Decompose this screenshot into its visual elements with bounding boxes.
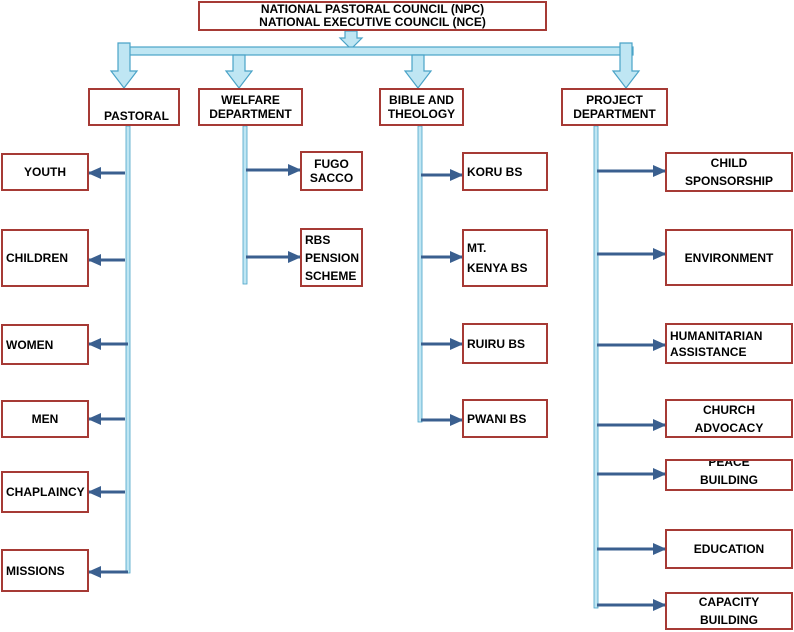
dept-project-label: PROJECT DEPARTMENT xyxy=(573,93,656,121)
pastoral-item-missions: MISSIONS xyxy=(1,549,89,592)
dept-pastoral-box: PASTORAL xyxy=(88,88,180,126)
dept-welfare-box: WELFARE DEPARTMENT xyxy=(198,88,303,126)
project-item-label: EDUCATION xyxy=(693,542,765,556)
project-item-humanitarian: HUMANITARIAN ASSISTANCE xyxy=(665,323,793,364)
project-item-education: EDUCATION xyxy=(665,529,793,569)
pastoral-item-label: CHILDREN xyxy=(6,251,68,265)
project-item-label: CHILD SPONSORSHIP xyxy=(684,156,774,188)
project-item-church-advocacy: CHURCH ADVOCACY xyxy=(665,399,793,438)
pastoral-item-label: MEN xyxy=(31,412,59,426)
bible-item-mtkenya: MT. KENYA BS xyxy=(462,229,548,287)
bible-item-pwani: PWANI BS xyxy=(462,399,548,438)
down-arrow-welfare xyxy=(224,54,254,89)
project-item-label: HUMANITARIAN ASSISTANCE xyxy=(670,328,763,359)
trunk-project xyxy=(593,125,599,609)
bible-item-koru: KORU BS xyxy=(462,152,548,191)
top-council-box: NATIONAL PASTORAL COUNCIL (NPC) NATIONAL… xyxy=(198,1,547,31)
project-item-label: PEACE BUILDING xyxy=(700,459,758,487)
top-line-1: NATIONAL PASTORAL COUNCIL (NPC) xyxy=(260,2,485,16)
dept-bible-label: BIBLE AND THEOLOGY xyxy=(387,93,456,121)
down-arrow-pastoral xyxy=(109,42,139,89)
project-item-environment: ENVIRONMENT xyxy=(665,229,793,286)
pastoral-item-women: WOMEN xyxy=(1,324,89,365)
project-item-label: CHURCH ADVOCACY xyxy=(694,402,764,435)
project-item-child-sponsorship: CHILD SPONSORSHIP xyxy=(665,152,793,192)
trunk-bible xyxy=(417,125,423,423)
pastoral-item-label: YOUTH xyxy=(24,165,66,179)
horizontal-bar xyxy=(119,46,634,56)
bible-item-label: KORU BS xyxy=(467,164,523,179)
project-item-label: CAPACITY BUILDING xyxy=(698,595,760,627)
down-arrow-project xyxy=(611,42,641,89)
pastoral-item-label: WOMEN xyxy=(6,337,54,352)
top-line-2: NATIONAL EXECUTIVE COUNCIL (NCE) xyxy=(259,15,486,29)
pastoral-item-youth: YOUTH xyxy=(1,153,89,191)
dept-bible-box: BIBLE AND THEOLOGY xyxy=(379,88,464,126)
welfare-item-fugo: FUGO SACCO xyxy=(300,151,363,191)
welfare-item-label: RBS PENSION SCHEME xyxy=(305,233,360,283)
pastoral-item-label: MISSIONS xyxy=(6,563,65,578)
trunk-welfare xyxy=(242,125,248,285)
pastoral-item-men: MEN xyxy=(1,400,89,438)
project-item-capacity-building: CAPACITY BUILDING xyxy=(665,592,793,630)
welfare-item-rbs: RBS PENSION SCHEME xyxy=(300,228,363,287)
dept-project-box: PROJECT DEPARTMENT xyxy=(561,88,668,126)
welfare-item-label: FUGO SACCO xyxy=(309,157,354,185)
project-item-peace-building: PEACE BUILDING xyxy=(665,459,793,491)
bible-item-ruiru: RUIRU BS xyxy=(462,323,548,364)
pastoral-item-children: CHILDREN xyxy=(1,229,89,287)
dept-welfare-label: WELFARE DEPARTMENT xyxy=(209,93,292,121)
trunk-pastoral xyxy=(125,125,131,574)
dept-pastoral-label: PASTORAL xyxy=(104,109,169,123)
top-down-arrow xyxy=(338,30,364,50)
bible-item-label: MT. KENYA BS xyxy=(467,241,528,275)
bible-item-label: RUIRU BS xyxy=(467,336,526,351)
bible-item-label: PWANI BS xyxy=(467,411,527,426)
down-arrow-bible xyxy=(403,54,433,89)
pastoral-item-chaplaincy: CHAPLAINCY xyxy=(1,471,89,513)
project-item-label: ENVIRONMENT xyxy=(684,250,774,265)
pastoral-item-label: CHAPLAINCY xyxy=(6,485,85,499)
